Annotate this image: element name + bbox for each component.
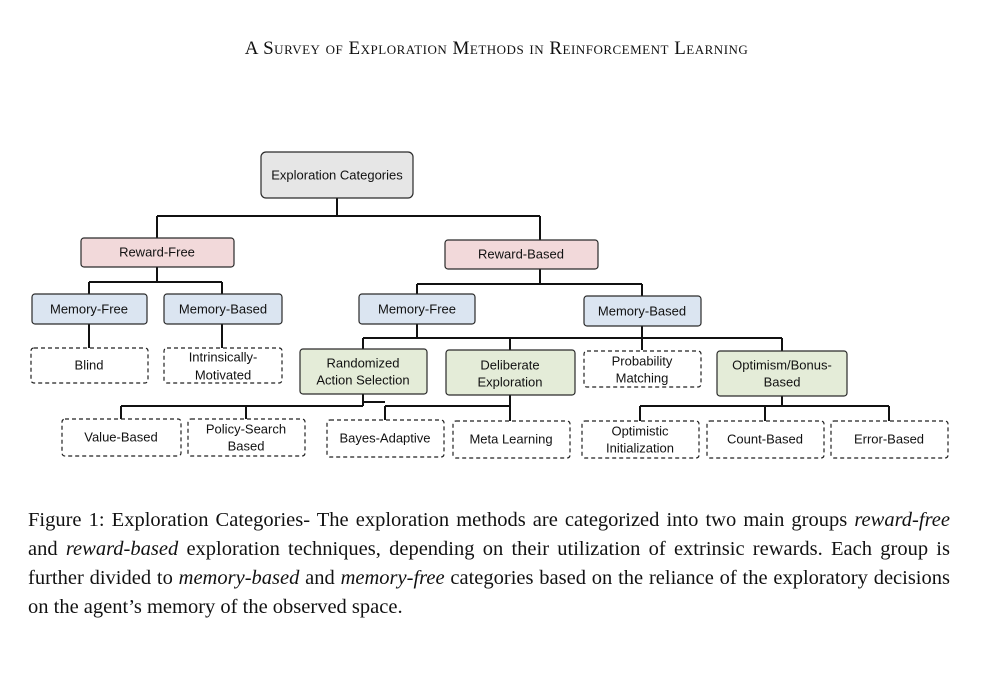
node-error-based: Error-Based <box>830 420 949 459</box>
node-label: Error-Based <box>854 431 924 446</box>
node-label: Blind <box>75 357 104 372</box>
node-rf-memory-free: Memory-Free <box>31 293 148 325</box>
node-policy-search-based: Policy-Search Based <box>187 418 306 457</box>
node-count-based: Count-Based <box>706 420 825 459</box>
node-label-line2: Matching <box>616 370 669 385</box>
node-label-line1: Intrinsically- <box>189 349 258 364</box>
node-label-line2: Based <box>228 438 265 453</box>
caption-em-memory-free: memory-free <box>340 567 445 589</box>
node-label: Memory-Free <box>378 301 456 316</box>
node-label: Memory-Based <box>179 301 267 316</box>
node-bayes-adaptive: Bayes-Adaptive <box>326 419 445 458</box>
node-deliberate-exploration: Deliberate Exploration <box>445 349 576 396</box>
node-label-line2: Exploration <box>477 374 542 389</box>
node-rf-memory-based: Memory-Based <box>163 293 283 325</box>
node-rb-memory-free: Memory-Free <box>358 293 476 325</box>
caption-text: exploration techniques, depending on the… <box>28 538 950 589</box>
exploration-categories-diagram: Exploration Categories Reward-Free Rewar… <box>30 151 949 459</box>
node-rb-memory-based: Memory-Based <box>583 295 702 327</box>
caption-text: Figure 1: Exploration Categories- The ex… <box>28 509 855 531</box>
node-label: Exploration Categories <box>271 167 403 182</box>
node-label: Bayes-Adaptive <box>339 430 430 445</box>
node-value-based: Value-Based <box>61 418 182 457</box>
node-label-line1: Probability <box>612 353 673 368</box>
node-label-line2: Action Selection <box>316 372 409 387</box>
node-label-line2: Motivated <box>195 367 251 382</box>
node-label-line1: Deliberate <box>480 357 539 372</box>
node-optimism-bonus-based: Optimism/Bonus- Based <box>716 350 848 397</box>
node-label-line1: Optimistic <box>611 423 669 438</box>
diagram-edges <box>88 198 890 421</box>
node-probability-matching: Probability Matching <box>583 350 702 388</box>
node-label: Reward-Based <box>478 246 564 261</box>
node-label: Reward-Free <box>119 244 195 259</box>
node-reward-based: Reward-Based <box>444 239 599 270</box>
figure-caption: Figure 1: Exploration Categories- The ex… <box>28 506 950 622</box>
caption-text: and <box>28 538 66 560</box>
node-label: Value-Based <box>84 429 157 444</box>
node-intrinsically-motivated: Intrinsically- Motivated <box>163 347 283 384</box>
caption-em-reward-based: reward-based <box>65 538 179 560</box>
node-label-line1: Optimism/Bonus- <box>732 357 832 372</box>
node-label-line2: Initialization <box>606 440 674 455</box>
node-optimistic-initialization: Optimistic Initialization <box>581 420 700 459</box>
node-reward-free: Reward-Free <box>80 237 235 268</box>
node-label: Meta Learning <box>469 431 552 446</box>
caption-text: and <box>299 567 341 589</box>
node-label: Count-Based <box>727 431 803 446</box>
caption-em-reward-free: reward-free <box>854 509 950 531</box>
node-label-line1: Policy-Search <box>206 421 286 436</box>
node-meta-learning: Meta Learning <box>452 420 571 459</box>
node-label: Memory-Based <box>598 303 686 318</box>
node-label-line2: Based <box>764 374 801 389</box>
node-blind: Blind <box>30 347 149 384</box>
caption-text: categories based on the reliance of the … <box>28 567 950 618</box>
node-label-line1: Randomized <box>327 355 400 370</box>
paper-running-header: A Survey of Exploration Methods in Reinf… <box>244 38 749 59</box>
node-label: Memory-Free <box>50 301 128 316</box>
caption-em-memory-based: memory-based <box>178 567 300 589</box>
node-exploration-categories: Exploration Categories <box>260 151 414 199</box>
node-randomized-action-selection: Randomized Action Selection <box>299 348 428 395</box>
